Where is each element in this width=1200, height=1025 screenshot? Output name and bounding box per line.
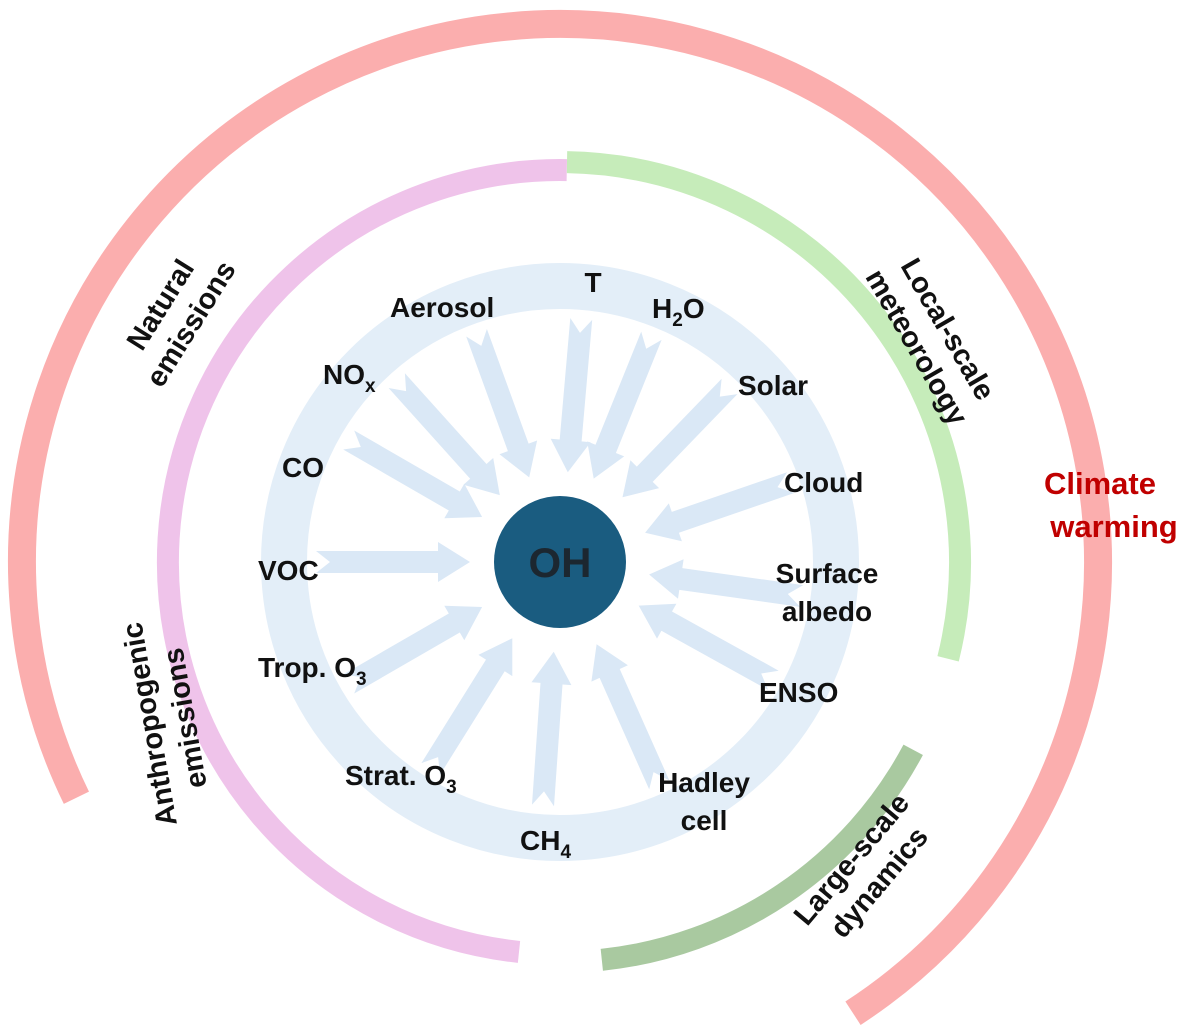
factor-label-trop-o3: Trop. O3 bbox=[258, 652, 367, 690]
factor-label-enso: ENSO bbox=[759, 677, 838, 708]
arrow-strat-o3 bbox=[421, 638, 513, 775]
factor-band bbox=[261, 263, 859, 861]
arrow-cloud bbox=[645, 472, 795, 542]
factor-label-nox: NOx bbox=[323, 359, 376, 397]
svg-text:warming: warming bbox=[1049, 509, 1177, 544]
arrow-aerosol bbox=[466, 329, 538, 478]
factor-arrows bbox=[316, 318, 804, 807]
arrow-t bbox=[550, 318, 593, 473]
arrow-enso bbox=[638, 603, 779, 690]
climate-warming-label: Climate warming bbox=[1044, 466, 1178, 544]
arrow-ch4 bbox=[531, 651, 572, 807]
factor-label-voc: VOC bbox=[258, 555, 319, 586]
arrow-co bbox=[343, 430, 483, 519]
factor-label-solar: Solar bbox=[738, 370, 808, 401]
factor-label-albedo: albedo bbox=[782, 596, 872, 627]
arrow-h2o bbox=[587, 331, 662, 479]
climate-warming-arc bbox=[8, 10, 1112, 1025]
arrow-solar bbox=[622, 378, 738, 498]
factor-label-surface: Surface bbox=[776, 558, 879, 589]
arrow-surface-albedo bbox=[649, 559, 804, 607]
factor-label-h2o: H2O bbox=[652, 293, 705, 331]
factor-label-aerosol: Aerosol bbox=[390, 292, 494, 323]
factor-label-ch4: CH4 bbox=[520, 825, 571, 863]
factor-label-co: CO bbox=[282, 452, 324, 483]
factor-label-hadley: Hadley bbox=[658, 767, 750, 798]
factor-label-strat-o3: Strat. O3 bbox=[345, 760, 457, 798]
arrow-trop-o3 bbox=[343, 605, 483, 694]
factor-label-cell: cell bbox=[681, 805, 728, 836]
oh-center-circle bbox=[494, 496, 626, 628]
local-meteorology-arc bbox=[566, 151, 971, 662]
arrow-nox bbox=[388, 373, 500, 496]
arrow-hadley-cell bbox=[591, 644, 670, 790]
svg-text:Climate: Climate bbox=[1044, 466, 1156, 501]
arrow-voc bbox=[316, 542, 470, 582]
emissions-arc bbox=[156, 159, 567, 963]
large-scale-dynamics-arc bbox=[600, 744, 923, 971]
oh-label: OH bbox=[529, 539, 592, 586]
factor-label-cloud: Cloud bbox=[784, 467, 863, 498]
factor-label-t: T bbox=[584, 267, 601, 298]
